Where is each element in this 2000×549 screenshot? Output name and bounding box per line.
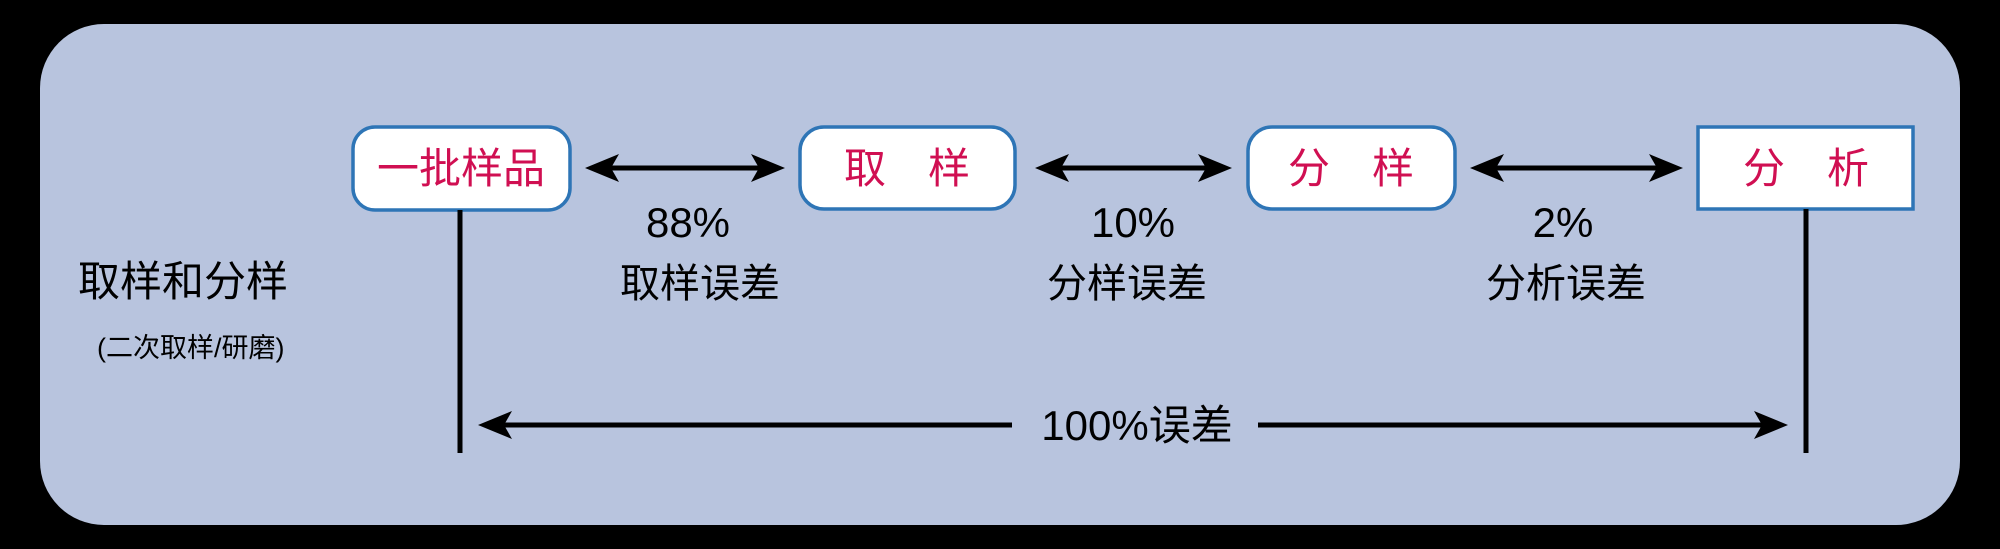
edge-sampling-percent: 88% [646, 199, 730, 246]
arrowhead-right-icon [1198, 154, 1232, 182]
double-arrow-total-error: 100%误差 [478, 402, 1788, 449]
double-arrow-sampling [585, 154, 785, 182]
edge-sampling-label: 取样误差 [620, 262, 780, 306]
node-batch-label: 一批样品 [377, 145, 545, 192]
arrowhead-left-icon [478, 411, 512, 439]
node-batch: 一批样品 [351, 125, 572, 212]
node-splitting-label: 分 样 [1288, 145, 1414, 192]
diagram-subtitle: (二次取样/研磨) [97, 333, 284, 363]
arrowhead-left-icon [585, 154, 619, 182]
arrowhead-left-icon [1470, 154, 1504, 182]
panel-background [40, 24, 1960, 525]
double-arrow-splitting [1035, 154, 1232, 182]
node-splitting-box [1246, 125, 1457, 211]
diagram-title: 取样和分样 [78, 258, 288, 305]
node-analysis-label: 分 析 [1743, 145, 1869, 192]
arrowhead-left-icon [1035, 154, 1069, 182]
node-analysis: 分 析 [1696, 125, 1915, 211]
total-error-label: 100%误差 [1041, 402, 1232, 449]
node-sampling: 取 样 [798, 125, 1017, 211]
node-splitting: 分 样 [1246, 125, 1457, 211]
arrowhead-right-icon [1649, 154, 1683, 182]
edge-splitting-label: 分样误差 [1047, 262, 1207, 306]
edge-analysis-label: 分析误差 [1486, 262, 1646, 306]
node-sampling-label: 取 样 [844, 145, 970, 192]
edge-splitting-percent: 10% [1091, 199, 1175, 246]
node-analysis-box [1696, 125, 1915, 211]
edge-analysis-percent: 2% [1533, 199, 1594, 246]
arrowhead-right-icon [751, 154, 785, 182]
node-sampling-box [798, 125, 1017, 211]
double-arrow-analysis [1470, 154, 1683, 182]
arrowhead-right-icon [1754, 411, 1788, 439]
